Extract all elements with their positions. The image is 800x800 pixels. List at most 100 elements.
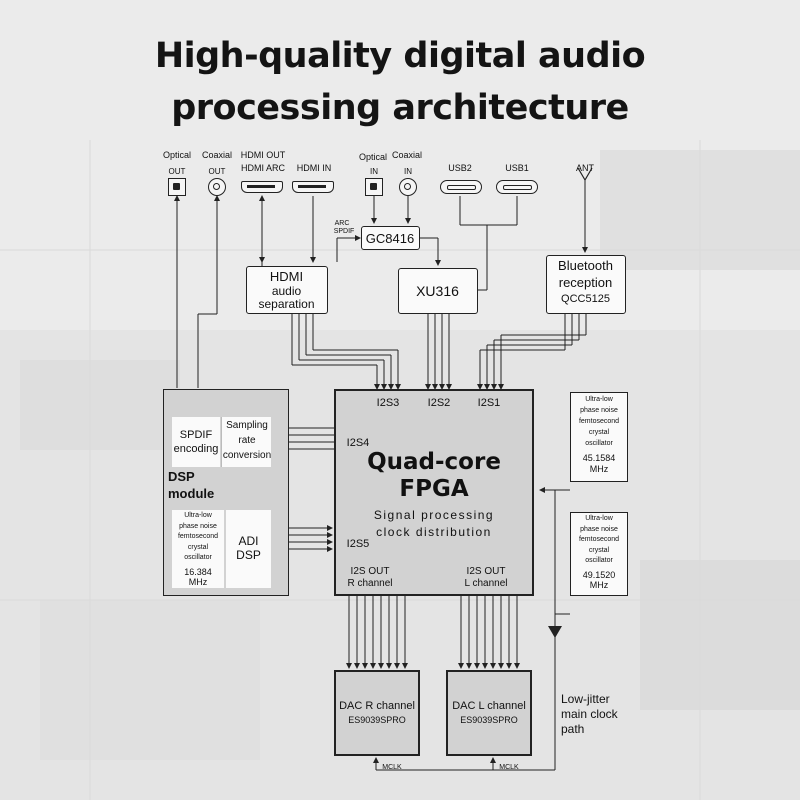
adi-dsp-block: ADI DSP bbox=[226, 510, 271, 588]
coaxial-out-port-icon bbox=[208, 178, 226, 196]
src-line-2: rate bbox=[238, 435, 256, 446]
spdif-enc-line-2: encoding bbox=[173, 443, 219, 455]
xu316-label: XU316 bbox=[416, 283, 459, 299]
coaxial-in-tag: IN bbox=[404, 167, 412, 176]
gc8416-label: GC8416 bbox=[365, 231, 415, 246]
optical-out-tag: OUT bbox=[168, 167, 186, 176]
page-title: High-quality digital audio processing ar… bbox=[0, 30, 800, 134]
i2s-out-r-line-1: I2S OUT bbox=[350, 566, 390, 577]
osc1-line-5: oscillator bbox=[585, 440, 613, 447]
i2s4-label: I2S4 bbox=[346, 437, 370, 449]
i2s-out-l-line-1: I2S OUT bbox=[466, 566, 506, 577]
optical-in-label: Optical bbox=[358, 152, 387, 162]
usb2-port-icon bbox=[440, 180, 482, 194]
coaxial-out-label: Coaxial bbox=[201, 150, 232, 160]
osc2-line-7: MHz bbox=[589, 580, 609, 590]
bt-line-1: Bluetooth bbox=[558, 258, 613, 273]
spdif-encoding-block: SPDIF encoding bbox=[172, 417, 220, 467]
osc_dsp-line-5: oscillator bbox=[184, 554, 212, 561]
hdmi-in-label: HDMI IN bbox=[296, 163, 332, 173]
hdmi-out-port-icon bbox=[241, 181, 283, 193]
sample-rate-conversion-block: Sampling rate conversion bbox=[221, 417, 271, 467]
connector-lines bbox=[174, 180, 588, 771]
coaxial-in-port-icon bbox=[399, 178, 417, 196]
clock-path-line-3: path bbox=[561, 722, 585, 736]
adi-line-2: DSP bbox=[236, 548, 261, 562]
ant-label: ANT bbox=[576, 163, 594, 173]
osc1-line-3: femtosecond bbox=[578, 418, 620, 425]
osc2-line-5: oscillator bbox=[585, 557, 613, 564]
src-line-1: Sampling bbox=[226, 420, 268, 431]
usb1-label: USB1 bbox=[505, 163, 529, 173]
src-line-3: conversion bbox=[222, 450, 272, 461]
osc1-line-7: MHz bbox=[589, 464, 609, 474]
osc2-line-1: Ultra-low bbox=[585, 515, 613, 522]
optical-in-tag: IN bbox=[370, 167, 378, 176]
i2s-out-l-line-2: L channel bbox=[464, 578, 508, 589]
usb1-port-icon bbox=[496, 180, 538, 194]
hdmi-in-port-icon bbox=[292, 181, 334, 193]
hdmi-audio-separation-block: HDMI audio separation bbox=[246, 266, 328, 314]
osc2-line-4: crystal bbox=[588, 546, 610, 554]
clock-path-line-1: Low-jitter bbox=[561, 692, 610, 706]
osc_dsp-line-2: phase noise bbox=[179, 522, 217, 530]
i2s1-label: I2S1 bbox=[477, 397, 501, 409]
hdmi-sep-line-2: audio bbox=[271, 284, 302, 298]
osc_dsp-line-4: crystal bbox=[187, 543, 209, 551]
oscillator-45-block: Ultra-low phase noise femtosecond crystal os… bbox=[570, 392, 628, 482]
antenna-icon bbox=[577, 167, 593, 181]
osc1-line-6: 45.1584 bbox=[582, 453, 616, 463]
dsp-module-block: SPDIF encoding Sampling rate conversion … bbox=[163, 389, 289, 596]
signal-buses bbox=[239, 314, 587, 669]
xu316-block: XU316 bbox=[398, 268, 478, 314]
bt-line-3: QCC5125 bbox=[561, 293, 610, 305]
spdif-enc-line-1: SPDIF bbox=[179, 429, 213, 441]
bt-line-2: reception bbox=[558, 275, 613, 290]
usb2-label: USB2 bbox=[448, 163, 472, 173]
dsp-module-line-1: DSP bbox=[168, 469, 195, 484]
dac-l-line-2: ES9039SPRO bbox=[460, 715, 518, 725]
osc2-line-2: phase noise bbox=[580, 525, 618, 533]
dac-r-block: DAC R channel ES9039SPRO bbox=[334, 670, 420, 756]
fpga-title-line-2: FPGA bbox=[399, 476, 469, 502]
osc_dsp-line-1: Ultra-low bbox=[184, 512, 212, 519]
hdmi-out-label: HDMI OUT bbox=[240, 150, 286, 160]
osc1-line-1: Ultra-low bbox=[585, 396, 613, 403]
fpga-block: I2S3 I2S2 I2S1 I2S4 Quad-core FPGA Signa… bbox=[334, 389, 534, 596]
i2s2-label: I2S2 bbox=[427, 397, 451, 409]
coaxial-out-tag: OUT bbox=[208, 167, 226, 176]
mclk-l-label: MCLK bbox=[499, 764, 519, 771]
osc_dsp-line-6: 16.384 bbox=[184, 566, 212, 577]
osc2-line-6: 49.1520 bbox=[582, 569, 616, 580]
osc2-line-3: femtosecond bbox=[578, 536, 620, 543]
title-line-1: High-quality digital audio bbox=[154, 36, 646, 76]
dac-l-line-1: DAC L channel bbox=[452, 700, 526, 712]
osc_dsp-line-3: femtosecond bbox=[177, 533, 219, 540]
mclk-r-label: MCLK bbox=[382, 764, 402, 771]
coaxial-in-label: Coaxial bbox=[391, 150, 422, 160]
i2s5-label: I2S5 bbox=[346, 538, 370, 550]
hdmi-arc-label: HDMI ARC bbox=[240, 163, 285, 173]
osc1-line-4: crystal bbox=[588, 429, 610, 436]
i2s3-label: I2S3 bbox=[376, 397, 400, 409]
spdif-label: SPDIF bbox=[333, 228, 355, 235]
hdmi-sep-line-1: HDMI bbox=[269, 269, 304, 284]
dac-r-line-1: DAC R channel bbox=[339, 700, 415, 712]
gc8416-block: GC8416 bbox=[361, 226, 420, 250]
fpga-subtitle-line-2: clock distribution bbox=[376, 525, 492, 539]
fpga-subtitle-line-1: Signal processing bbox=[373, 508, 495, 522]
optical-out-label: Optical bbox=[162, 150, 191, 160]
oscillator-49-block: Ultra-low phase noise femtosecond crystal os… bbox=[570, 512, 628, 596]
dac-l-block: DAC L channel ES9039SPRO bbox=[446, 670, 532, 756]
i2s-out-r-line-2: R channel bbox=[347, 578, 393, 589]
title-line-2: processing architecture bbox=[171, 88, 629, 128]
fpga-title-line-1: Quad-core bbox=[367, 449, 501, 475]
arc-label: ARC bbox=[334, 220, 350, 227]
clock-path-line-2: main clock bbox=[561, 707, 618, 721]
bluetooth-block: Bluetooth reception QCC5125 bbox=[546, 255, 626, 314]
adi-line-1: ADI bbox=[238, 534, 259, 548]
osc1-line-2: phase noise bbox=[580, 407, 618, 414]
optical-out-port-icon bbox=[168, 178, 186, 196]
dsp-module-line-2: module bbox=[168, 486, 215, 501]
